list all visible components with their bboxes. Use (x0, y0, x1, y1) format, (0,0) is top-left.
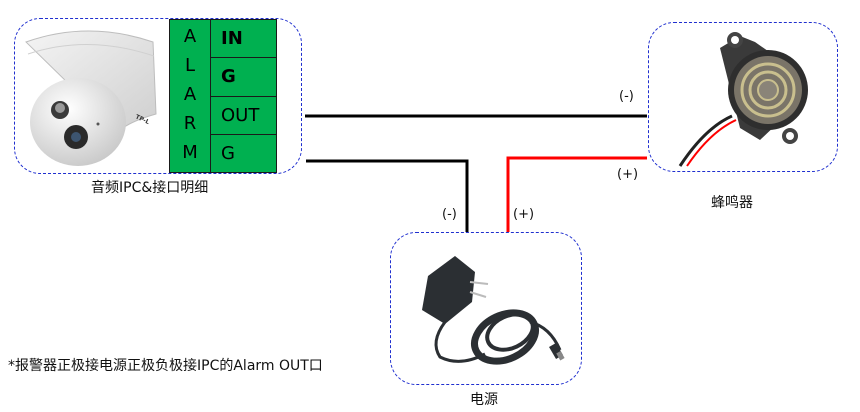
ipc-caption: 音频IPC&接口明细 (91, 180, 209, 196)
alarm-letter: L (184, 54, 196, 76)
ipc-camera-image: TP-L (25, 30, 157, 166)
power-caption: 电源 (470, 392, 498, 408)
alarm-letter: A (183, 83, 197, 105)
pin-ground-in: G (211, 58, 276, 97)
power-box (390, 232, 582, 385)
buzzer-negative-label: (-) (619, 89, 634, 104)
buzzer-positive-label: (+) (617, 167, 639, 182)
alarm-letter: R (183, 113, 197, 135)
pin-out: OUT (211, 97, 276, 135)
ipc-box (14, 18, 302, 174)
wiring-note: *报警器正极接电源正极负极接IPC的Alarm OUT口 (8, 358, 323, 374)
power-negative-label: (-) (442, 207, 457, 222)
buzzer-box (648, 22, 838, 172)
pin-ground-out: G (221, 142, 235, 164)
alarm-pins: IN G OUT G (211, 20, 276, 172)
alarm-interface-table: A L A R M IN G OUT G (169, 19, 277, 173)
power-adapter-image (422, 256, 565, 365)
wire-power-positive-to-buzzer-positive (506, 156, 647, 232)
alarm-letter: A (183, 25, 197, 47)
power-positive-label: (+) (513, 207, 535, 222)
pin-in: IN (211, 20, 276, 59)
alarm-letter: M (182, 142, 198, 164)
buzzer-image (678, 32, 808, 167)
alarm-label-column: A L A R M (170, 20, 211, 172)
wire-ground-to-power-negative (306, 159, 469, 232)
buzzer-caption: 蜂鸣器 (711, 195, 753, 211)
